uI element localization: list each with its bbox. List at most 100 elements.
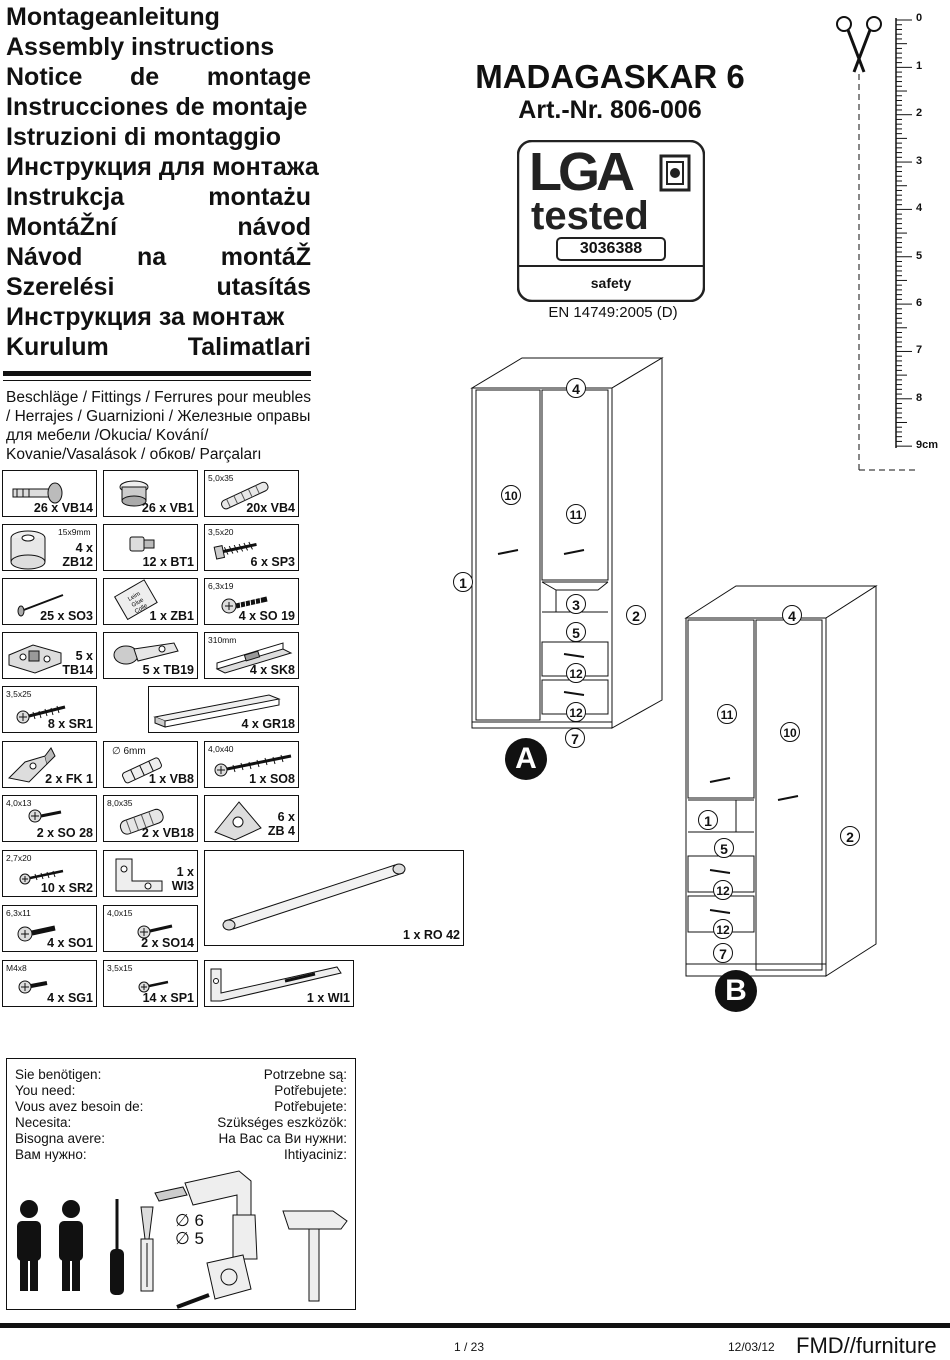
fitting-vb18: 8,0x35 2 x VB18 [103, 795, 198, 842]
screw-icon [214, 754, 292, 777]
dowel-icon [221, 481, 269, 510]
ruler-label: 1 [916, 60, 923, 72]
title-en: Assembly instructions [6, 33, 275, 61]
product-name: MADAGASKAR 6 [475, 58, 745, 95]
fitting-sk8: 310mm 4 x SK8 [204, 632, 299, 679]
dowel-icon [119, 808, 164, 835]
wall-bracket-icon [210, 966, 342, 1002]
diagram-a-part-callout: 10 [501, 485, 521, 505]
corner-block-icon [214, 801, 262, 841]
divider-thin [3, 380, 311, 381]
fitting-ro42: 1 x RO 42 [204, 850, 464, 946]
diagram-a-part-callout: 7 [565, 728, 585, 748]
screwdriver-flat-icon [140, 1206, 154, 1292]
need-text: Necesita: [15, 1115, 72, 1130]
title-pl: Instrukcja montażu [6, 183, 311, 211]
fitting-so14: 4,0x15 2 x SO14 [103, 905, 198, 952]
ruler-label: 6 [916, 297, 923, 309]
fitting-wi1: 1 x WI1 [204, 960, 354, 1007]
divider-thick [3, 371, 311, 376]
title-fr: Notice de montage [6, 63, 311, 91]
diagram-b-part-callout: 12 [713, 880, 733, 900]
screw-icon [17, 925, 56, 942]
svg-text:Leim: Leim [127, 591, 141, 603]
screw-icon [19, 869, 64, 885]
scissors-ruler-graphic [836, 16, 918, 471]
need-text: Potrzebne są: [263, 1067, 347, 1082]
diagram-b-part-callout: 2 [840, 826, 860, 846]
article-number: Art.-Nr. 806-006 [518, 96, 702, 124]
title-it: Istruzioni di montaggio [6, 123, 281, 151]
fitting-so28: 4,0x13 2 x SO 28 [2, 795, 97, 842]
fitting-so3: 25 x SO3 [2, 578, 97, 625]
screw-icon [137, 924, 173, 939]
bracket-icon [7, 747, 56, 783]
fitting-vb14: 26 x VB14 [2, 470, 97, 517]
ruler-label: 5 [916, 250, 923, 262]
tools-illustration [17, 1170, 348, 1309]
scissors-icon [836, 16, 882, 73]
ruler-label: 2 [916, 107, 923, 119]
title-sk: Návod na montáŽ [6, 243, 311, 271]
drawer-runner-icon [215, 642, 293, 674]
ruler-label: 0 [916, 12, 923, 24]
title-ru: Инструкция для монтажа [6, 153, 319, 181]
diagram-b-part-callout: 12 [713, 919, 733, 939]
need-text: Bisogna avere: [15, 1131, 106, 1146]
drill-icon [154, 1170, 258, 1260]
title-es: Instrucciones de montaje [6, 93, 308, 121]
angle-bracket-icon [115, 858, 163, 892]
screw-icon [16, 705, 66, 724]
ruler-label: 4 [916, 202, 923, 214]
diagram-a-part-callout: 2 [626, 605, 646, 625]
fitting-sp3: 3,5x20 6 x SP3 [204, 524, 299, 571]
fitting-vb1: 26 x VB1 [103, 470, 198, 517]
screw-icon [138, 980, 169, 993]
fitting-sr1: 3,5x25 8 x SR1 [2, 686, 97, 733]
nail-icon [17, 594, 64, 617]
fitting-zb1: Leim Glue Colle 1 x ZB1 [103, 578, 198, 625]
fitting-so19: 6,3x19 4 x SO 19 [204, 578, 299, 625]
diagram-a-part-callout: 1 [453, 572, 473, 592]
diagram-b-part-callout: 10 [780, 722, 800, 742]
you-need-left: Sie benötigen: You need: Vous avez besoi… [15, 1067, 143, 1163]
fitting-bt1: 12 x BT1 [103, 524, 198, 571]
tools-needed-box: Sie benötigen: You need: Vous avez besoi… [6, 1058, 356, 1310]
need-text: Vous avez besoin de: [15, 1099, 144, 1114]
need-text: Potřebujete: [274, 1083, 347, 1098]
fitting-tb14: 5 x TB14 [2, 632, 97, 679]
handle-icon [153, 694, 281, 728]
fitting-so1: 6,3x11 4 x SO1 [2, 905, 97, 952]
diagram-a-part-callout: 11 [566, 504, 586, 524]
ruler-label: 8 [916, 392, 923, 404]
hinge-icon [113, 642, 179, 665]
need-text: Szükséges eszközök: [217, 1115, 347, 1130]
safety-text: safety [590, 275, 632, 291]
fitting-tb19: 5 x TB19 [103, 632, 198, 679]
ruler-label: 9cm [916, 439, 939, 451]
wardrobe-b-drawing [684, 585, 878, 977]
lga-logo [516, 139, 706, 303]
title-hu: Szerelési utasítás [6, 273, 311, 301]
need-text: Ihtiyaciniz: [283, 1147, 347, 1162]
wall-plug-icon [122, 757, 162, 784]
tested-text: tested [531, 194, 649, 238]
diagram-b-part-callout: 5 [714, 838, 734, 858]
title-tr: Kurulum Talimatlari [6, 333, 311, 361]
cam-lock-icon [119, 480, 149, 507]
you-need-right: Potrzebne są: Potřebujete: Potřebujete: … [217, 1067, 347, 1163]
need-text: На Вас са Ви нужни: [218, 1131, 347, 1146]
drill-size: ∅ 5 [175, 1229, 204, 1248]
ruler [830, 12, 948, 472]
ruler-label: 3 [916, 155, 923, 167]
fitting-sg1: M4x8 4 x SG1 [2, 960, 97, 1007]
lga-badge: LGA tested 3036388 safety [516, 139, 706, 303]
fitting-wi3: 1 x WI3 [103, 850, 198, 897]
screw-icon [28, 809, 62, 823]
screwdriver-phillips-icon [110, 1199, 124, 1295]
fitting-so8: 4,0x40 1 x SO8 [204, 741, 299, 788]
spacer-icon [10, 530, 46, 570]
tape-measure-icon [176, 1254, 252, 1309]
wardrobe-a-drawing [470, 357, 664, 729]
title-cz: MontáŽní návod [6, 213, 311, 241]
